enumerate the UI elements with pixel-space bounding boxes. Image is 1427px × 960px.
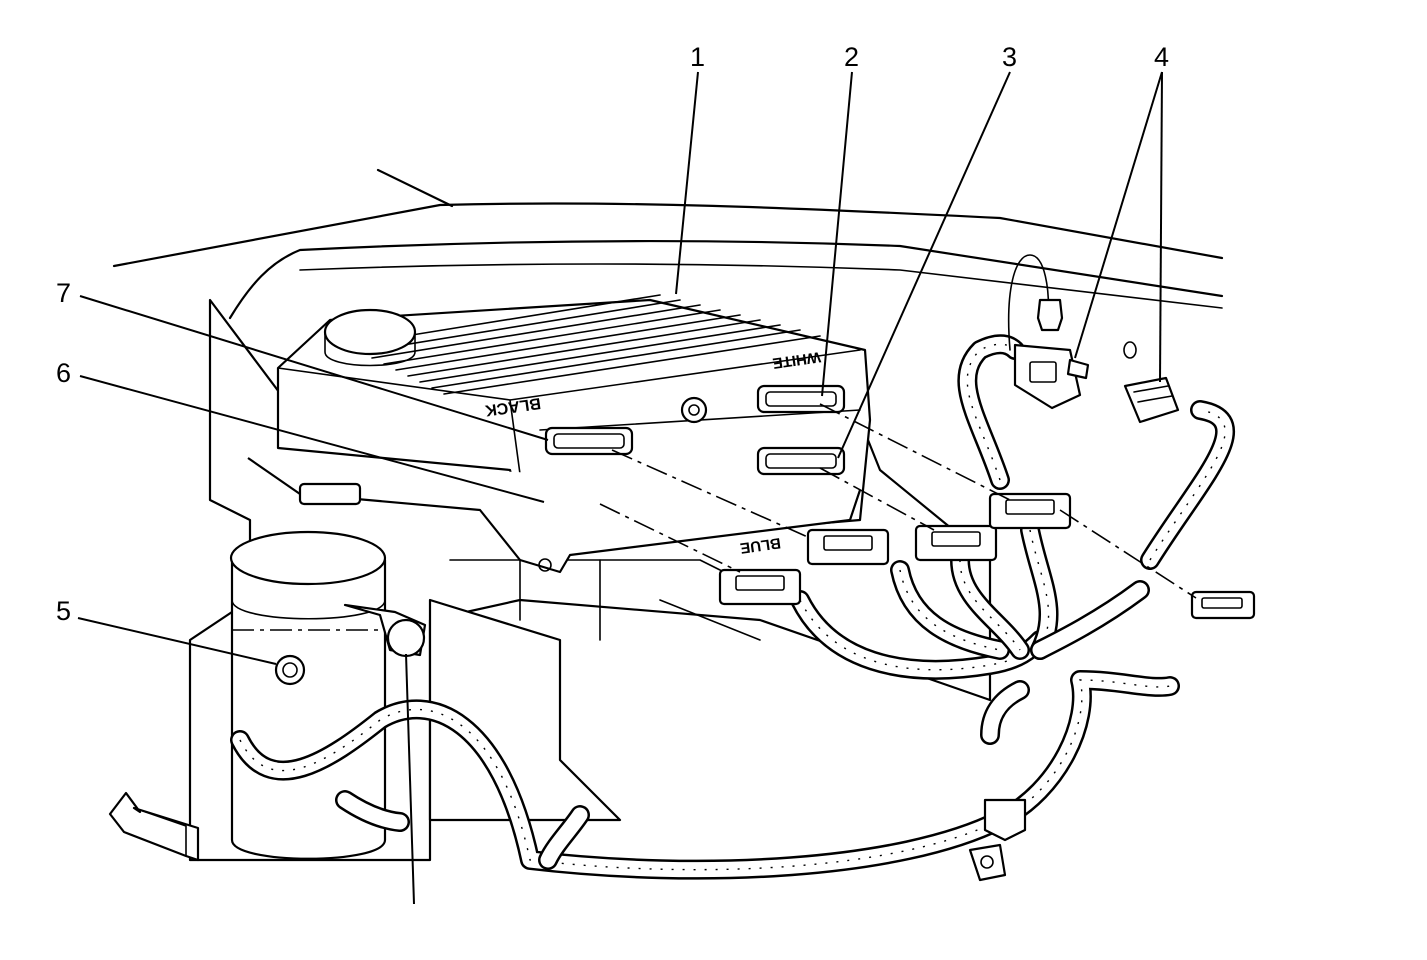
front-direction-arrow-icon [108, 791, 200, 862]
leader-line-3 [837, 71, 1011, 459]
connector-socket-white [756, 384, 846, 414]
wiring-harness [230, 334, 1236, 880]
leader-line-1 [675, 71, 699, 295]
callout-4: 4 [1154, 42, 1169, 72]
alignment-lines [599, 403, 1197, 599]
leader-line-4b [1159, 71, 1163, 383]
leader-lines [77, 71, 1163, 905]
callout-5: 5 [56, 596, 71, 626]
module-label-white: WHITE [772, 348, 822, 372]
leader-line-fitting [405, 653, 415, 905]
filter-canister [229, 530, 387, 860]
callout-7: 7 [56, 278, 71, 308]
harness-connector-d [988, 492, 1072, 530]
callout-2: 2 [844, 42, 859, 72]
callout-labels: 1 2 3 4 5 6 7 [56, 42, 1169, 626]
hood-outline [112, 168, 1224, 320]
connector-socket-black [544, 426, 634, 456]
leader-line-2 [821, 71, 853, 397]
leader-line-4a [1074, 71, 1163, 359]
callout-3: 3 [1002, 42, 1017, 72]
callout-6: 6 [56, 358, 71, 388]
harness-connector-b [806, 528, 890, 566]
connector-socket-lower [756, 446, 846, 476]
mounting-bracket [247, 457, 862, 574]
leader-line-5 [77, 617, 277, 665]
fuel-line-fitting [274, 603, 427, 686]
harness-connectors [718, 492, 1256, 620]
leader-line-6 [79, 375, 545, 503]
module-label-blue: BLUE [739, 534, 782, 557]
callout-1: 1 [690, 42, 705, 72]
leader-line-7 [79, 295, 549, 441]
harness-connector-c [914, 524, 998, 562]
harness-bracket [968, 798, 1027, 882]
harness-connector-a [718, 568, 802, 606]
harness-grommet [1007, 254, 1180, 424]
